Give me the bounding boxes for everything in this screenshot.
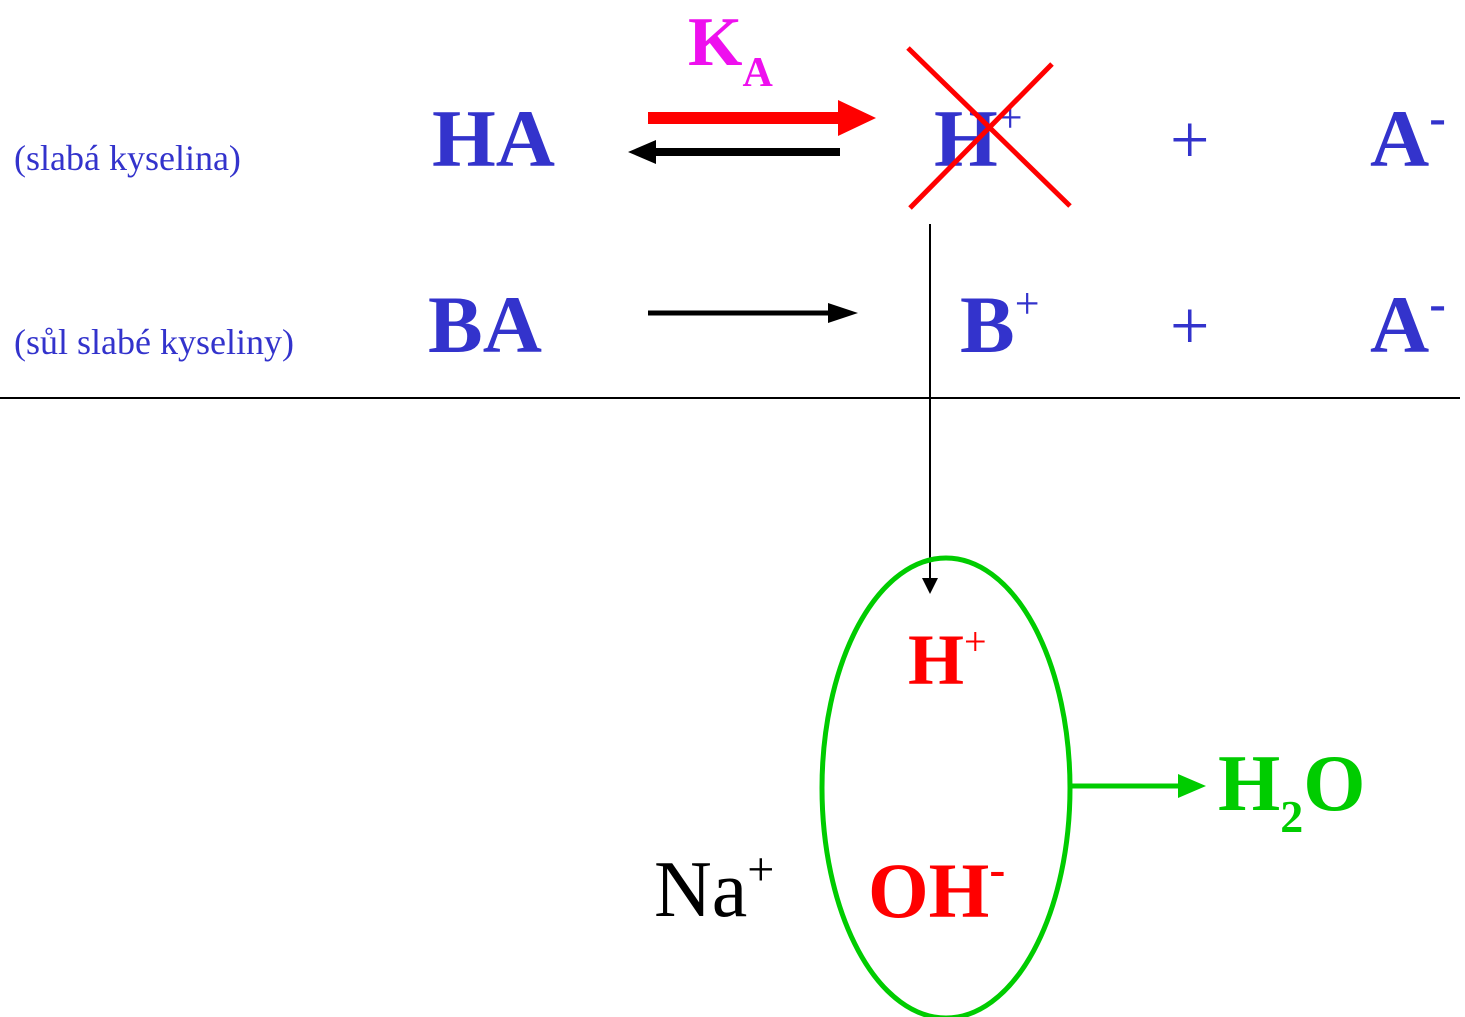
salt-label: (sůl slabé kyseliny) (14, 322, 294, 362)
row2-plus-sign: + (1170, 288, 1210, 365)
hydroxide-charge: - (989, 843, 1006, 896)
water-hydrogen: H (1218, 740, 1281, 828)
sodium-symbol: Na (654, 846, 748, 934)
row2-cation-symbol: B (960, 279, 1015, 370)
neutralized-hydrogen-symbol: H (908, 620, 965, 700)
salt-dissociation-arrowhead (828, 303, 858, 323)
row1-hydrogen-ion: H+ (934, 96, 1023, 180)
neutralized-hydrogen-ion: H+ (908, 622, 987, 697)
water-oxygen: O (1303, 740, 1366, 828)
reverse-arrow (628, 140, 840, 164)
row2-cation: B+ (960, 282, 1040, 366)
row2-cation-charge: + (1014, 279, 1040, 328)
row1-plus-sign: + (1170, 102, 1210, 179)
sodium-ion: Na+ (654, 846, 774, 931)
hydroxide-ion: OH- (868, 846, 1005, 930)
row1-anion-symbol: A (1370, 93, 1430, 184)
water-product: H2O (1218, 744, 1365, 840)
row2-anion: A- (1370, 278, 1446, 366)
dissociation-constant: KA (688, 8, 773, 95)
ka-subscript: A (742, 50, 773, 96)
water-subscript: 2 (1280, 791, 1304, 842)
row1-anion-charge: - (1429, 89, 1446, 145)
acid-formula: HA (432, 93, 555, 184)
weak-acid-label: (slabá kyselina) (14, 138, 241, 178)
proton-transfer-arrowhead (922, 578, 938, 594)
ka-symbol: K (688, 4, 743, 81)
neutralized-hydrogen-charge: + (964, 619, 987, 664)
sodium-charge: + (747, 843, 775, 896)
salt-formula: BA (428, 279, 542, 370)
forward-arrow (648, 100, 876, 136)
row1-anion: A- (1370, 92, 1446, 180)
neutralization-ellipse (819, 555, 1073, 1017)
hydroxide-symbol: OH (868, 847, 990, 934)
row2-anion-symbol: A (1370, 279, 1430, 370)
cross-line-2 (908, 62, 1054, 210)
row1-hydrogen-symbol: H (934, 93, 998, 184)
water-arrowhead (1178, 774, 1206, 798)
row2-anion-charge: - (1429, 275, 1446, 331)
